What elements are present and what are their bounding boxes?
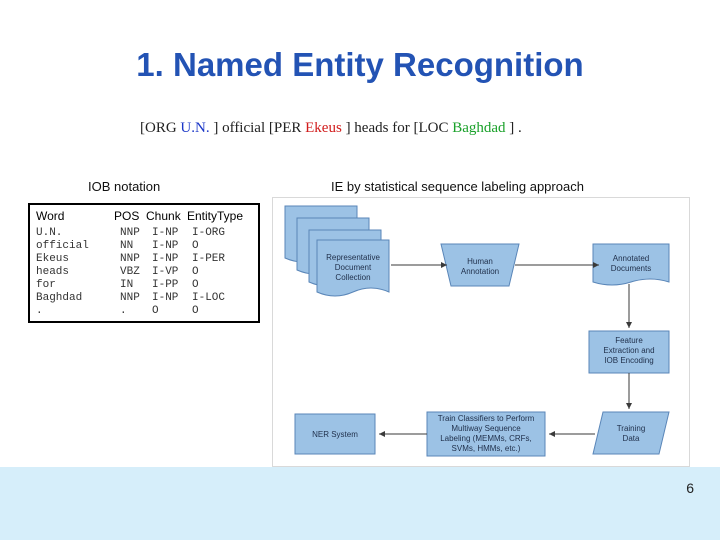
iob-header-entity-type: EntityType: [187, 209, 244, 223]
iob-cell-pos: IN: [120, 279, 134, 291]
page-number: 6: [686, 480, 694, 496]
iob-row: .. O O: [30, 305, 258, 318]
iob-cell-chunk: I-PP: [152, 279, 179, 291]
diagram-label: IE by statistical sequence labeling appr…: [331, 179, 584, 194]
slide-title: 1. Named Entity Recognition: [136, 46, 584, 83]
sentence-bracket-loc-open: ] heads for [LOC: [341, 120, 453, 136]
sentence-close: ] .: [505, 120, 522, 136]
iob-cell-entity: O: [192, 266, 199, 278]
entity-per: Ekeus: [305, 120, 342, 136]
iob-row: Ekeus NNP I-NP I-PER: [30, 253, 258, 266]
iob-cell-pos: VBZ: [120, 266, 140, 278]
node-text-line: Annotation: [461, 267, 499, 276]
iob-cell-word: for: [36, 279, 56, 291]
iob-cell-chunk: I-VP: [152, 266, 179, 278]
node-text-line: Feature: [615, 336, 643, 345]
iob-cell-entity: O: [192, 305, 199, 317]
iob-cell-chunk: I-NP: [152, 240, 179, 252]
node-text-line: Data: [623, 434, 640, 443]
iob-header-pos: POS: [114, 209, 140, 223]
iob-header-chunk: Chunk: [146, 209, 181, 223]
iob-cell-pos: NNP: [120, 253, 140, 265]
node-text-line: Annotated: [613, 254, 649, 263]
node-text-line: Collection: [335, 273, 370, 282]
iob-row: U.N. NNP I-NP I-ORG: [30, 227, 258, 240]
iob-cell-entity: I-ORG: [192, 227, 226, 239]
node-text-line: IOB Encoding: [604, 356, 653, 365]
node-text-line: Document: [335, 263, 372, 272]
ner-example-sentence: [ORG U.N. ] official [PER Ekeus ] heads …: [140, 120, 570, 137]
iob-row: official NN I-NP O: [30, 240, 258, 253]
iob-cell-word: U.N.: [36, 227, 63, 239]
entity-loc: Baghdad: [452, 120, 506, 136]
node-text-line: Representative: [326, 253, 380, 262]
iob-label: IOB notation: [88, 179, 161, 194]
iob-cell-word: Ekeus: [36, 253, 70, 265]
iob-cell-entity: O: [192, 240, 199, 252]
node-text-line: SVMs, HMMs, etc.): [452, 444, 521, 453]
iob-cell-pos: NNP: [120, 227, 140, 239]
iob-row: heads VBZ I-VP O: [30, 266, 258, 279]
node-text-line: Train Classifiers to Perform: [438, 414, 535, 423]
node-text-line: Labeling (MEMMs, CRFs,: [440, 434, 532, 443]
ner-system-node: NER System: [294, 413, 376, 455]
iob-cell-chunk: I-NP: [152, 253, 179, 265]
iob-cell-pos: .: [120, 305, 127, 317]
iob-cell-chunk: O: [152, 305, 159, 317]
entity-org: U.N.: [180, 120, 210, 136]
node-text-line: NER System: [312, 430, 358, 439]
sentence-bracket-org-open: [ORG: [140, 120, 181, 136]
iob-cell-pos: NNP: [120, 292, 140, 304]
iob-cell-entity: I-LOC: [192, 292, 226, 304]
iob-cell-chunk: I-NP: [152, 227, 179, 239]
iob-cell-word: Baghdad: [36, 292, 83, 304]
footer-bar: [0, 467, 720, 540]
iob-cell-word: .: [36, 305, 43, 317]
node-text-line: Extraction and: [603, 346, 654, 355]
sentence-bracket-per-open: ] official [PER: [209, 120, 306, 136]
iob-cell-chunk: I-NP: [152, 292, 179, 304]
iob-row: for IN I-PP O: [30, 279, 258, 292]
node-text-line: Training: [617, 424, 646, 433]
ner-system-text: NER System: [312, 430, 358, 439]
iob-cell-word: official: [36, 240, 89, 252]
iob-header-word: Word: [36, 209, 65, 223]
iob-cell-entity: O: [192, 279, 199, 291]
node-text-line: Human: [467, 257, 493, 266]
iob-cell-pos: NN: [120, 240, 134, 252]
node-text-line: Multiway Sequence: [451, 424, 521, 433]
iob-cell-word: heads: [36, 266, 70, 278]
iob-cell-entity: I-PER: [192, 253, 226, 265]
node-text-line: Documents: [611, 264, 651, 273]
iob-row: Baghdad NNP I-NP I-LOC: [30, 292, 258, 305]
